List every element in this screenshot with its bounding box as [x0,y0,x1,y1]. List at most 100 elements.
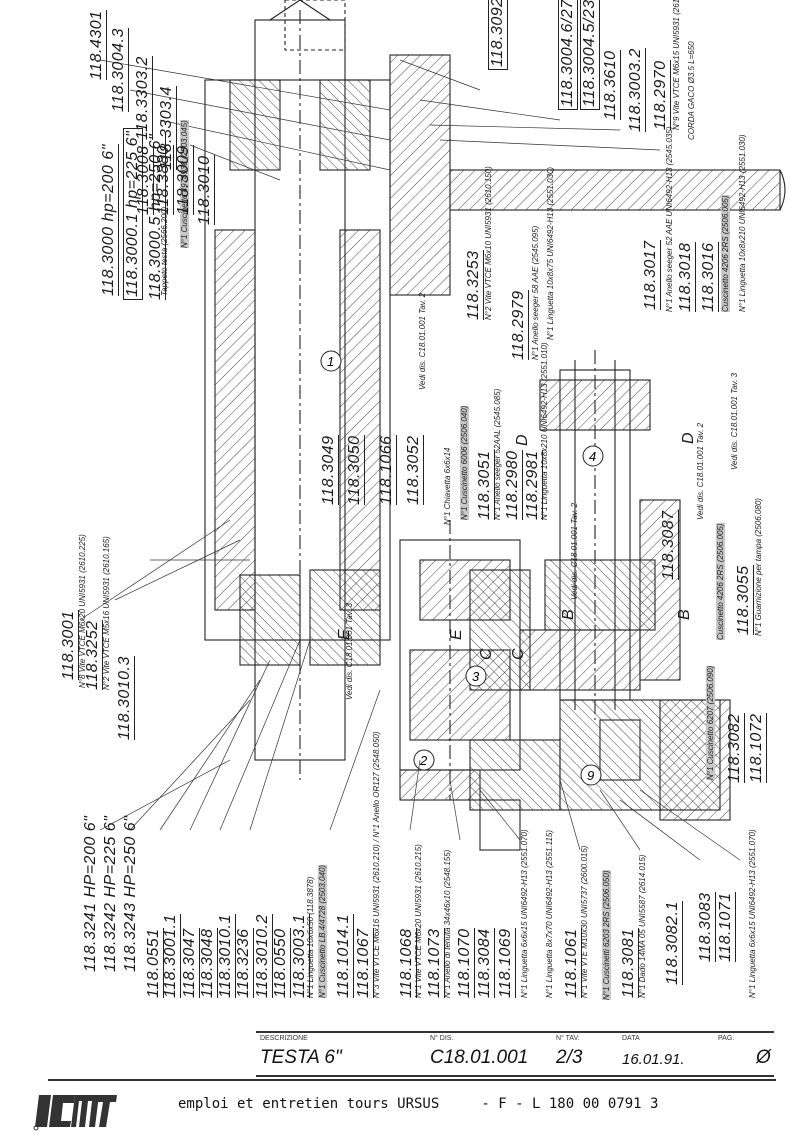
note-linguetta-6x6x15-b: N°1 Linguetta 6x6x15 UNI6492-H13 (2551.0… [748,829,757,998]
spindle-housing [204,0,391,780]
callout-118-3047: 118.3047 [181,928,200,998]
date-value: 16.01.91. [622,1051,685,1068]
section-marker-d-1: D [514,433,531,446]
callout-118-1066: 118.1066 [378,435,397,505]
note-118-1068: N°1 Vite VTCE M6x20 UNI5931 (2610.215) [414,844,423,998]
assembly-section-view: 1 2 3 4 9 [79,0,786,861]
callout-118-3018: 118.3018 [677,242,696,312]
circle-marker-9: 9 [580,764,602,786]
callout-118-3008: 118.3008 [135,145,154,215]
circle-marker-4: 4 [582,445,604,467]
note-118-2970: N°9 Vite VTCE M6x15 UNI5931 (2610.220) [672,0,681,130]
callout-118-1070: 118.1070 [456,928,475,998]
callout-118-3243: 118.3243 HP=250 6" [122,815,139,972]
callout-118-3242: 118.3242 HP=225 6" [102,815,119,972]
note-cuscinetti-6203: N°1 Cuscinetti 6203 2RS (2506.050) [602,870,611,1000]
callout-118-3049: 118.3049 [320,435,339,505]
gear-shaft-assembly [399,520,561,851]
callout-118-3081: 118.3081 [620,928,639,998]
note-linguetta-10x8x75: N°1 Linguetta 10x8x75 UNI6492-H13 (2551.… [546,166,555,340]
note-tappeto-testa: Tappeto testa (2566.200) [160,206,169,296]
callout-118-3052: 118.3052 [405,435,424,505]
cmt-logo [33,1095,117,1131]
callout-118-1069: 118.1069 [497,928,516,998]
note-linguetta-8x7x70: N°1 Linguetta 8x7x70 UNI6492-H13 (2551.1… [545,829,554,998]
view-ref-tav2-a: Vedi dis. C18.01.001 Tav. 2 [418,292,427,390]
lower-gear-train [399,699,731,821]
note-cuscinetto-4206-b: Cuscinetto 4206 2RS (2506.005) [716,523,725,640]
svg-text:9: 9 [587,768,594,783]
note-118-3253: N°2 Vite VTCE M6x10 UNI5931 (2610.150) [484,166,493,320]
section-marker-b-2: B [676,608,693,620]
callout-118-3004-6: 118.3004.6/270 [558,0,578,110]
leader-lines [79,59,741,861]
callout-118-3082-1: 118.3082.1 [664,901,683,985]
svg-text:2: 2 [419,753,428,768]
date-caption: DATA [622,1035,640,1042]
callout-118-3092: 118.3092 [488,0,508,70]
callout-118-3004-5: 118.3004.5/230 [580,0,600,110]
title-block: DESCRIZIONE TESTA 6" N° DIS. C18.01.001 … [256,1031,774,1077]
note-118-1061: N°1 Vite VTE M10x30 UNI5737 (2600.015) [580,845,589,998]
callout-118-3003-2: 118.3003.2 [627,48,646,132]
note-118-3055: N°1 Guarnizione per tampa (2506.080) [754,498,763,636]
circle-marker-3: 3 [465,665,487,687]
note-118-3017: N°1 Anello seeger 52 AAE UNI6492-H13 (25… [665,126,674,312]
callout-118-3253: 118.3253 [465,250,484,320]
callout-118-4301: 118.4301 [88,10,107,80]
note-linguetta-10x8x210: N°1 Linguetta 10x8x210 UNI6492-H13 (2551… [540,342,549,520]
callout-118-0550: 118.0550 [272,928,291,998]
view-ref-tav3-a: Vedi dis. C18.01.001 Tav. 3 [345,602,354,700]
callout-118-3001: 118.3001 [60,610,79,680]
callout-118-3241: 118.3241 HP=200 6" [82,815,99,972]
callout-118-3880: 118.3880 [155,145,174,215]
callout-118-3000: 118.3000 hp=200 6" [100,144,119,296]
note-118-3051: N°1 Anello seeger 52AAL (2545.085) [493,388,502,520]
note-118-3252: N°2 Vite VTCE M5x16 UNI5931 (2610.165) [102,536,111,690]
note-118-1067: N°3 Vite VTCE M6x16 UNI5931 (2610.210) /… [372,731,381,998]
callout-118-3087: 118.3087 [660,510,679,580]
callout-118-3010-1: 118.3010.1 [217,914,236,998]
section-marker-e-1: E [336,628,353,640]
description-value: TESTA 6" [260,1047,342,1068]
callout-118-3048: 118.3048 [199,928,218,998]
circle-marker-1: 1 [320,350,342,372]
note-linguetta-6x6x15: N°1 Linguetta 6x6x15 UNI6492-H13 (2551.0… [520,829,529,998]
drawing-number-value: C18.01.001 [430,1047,529,1068]
callout-118-3082: 118.3082 [726,713,745,783]
note-linguetta-10x8x210-b: N°1 Linguetta 10x8x210 UNI6492-H13 (2551… [738,134,747,312]
callout-118-2970: 118.2970 [652,60,671,130]
view-ref-tav2-c: Vedi dis. C18.01.001 Tav. 2 [570,502,579,600]
callout-118-3004-3: 118.3004.3 [110,28,129,112]
note-cuscinetto-lb: N°1 Cuscinetto LB.4/4728 (2503.040) [318,864,327,998]
note-cuscinetto-6207: N°1 Cuscinetto 6207 (2506.090) [706,665,715,780]
callout-118-1014-1: 118.1014.1 [335,914,354,998]
svg-text:1: 1 [327,354,334,369]
section-marker-d-2: D [680,431,697,444]
callout-118-3050: 118.3050 [346,435,365,505]
section-marker-b-1: B [560,608,577,620]
section-marker-e-2: E [448,628,465,640]
callout-118-1072: 118.1072 [748,713,767,783]
callout-118-1071: 118.1071 [717,892,736,962]
view-ref-tav3-b: Vedi dis. C18.01.001 Tav. 3 [730,372,739,470]
note-cuscinetto-6006: N°1 Cuscinetto 6006 (2506.040) [460,405,469,520]
callout-118-3236: 118.3236 [235,928,254,998]
note-linguetta: N°1 Linguetta 10x6x50 (118.3878) [306,876,315,998]
callout-118-3084: 118.3084 [476,928,495,998]
footer-divider [48,1079,776,1081]
note-cuscinetto-4206-a: Cuscinetto 4206 2RS (2506.005) [721,195,730,312]
svg-text:3: 3 [472,669,480,684]
note-chiavetta: N°1 Chiavetta 6x6x14 [443,447,452,525]
technical-drawing: 1 2 3 4 9 [60,0,786,1000]
circle-marker-2: 2 [413,749,435,771]
callout-118-3010-2: 118.3010.2 [254,914,273,998]
callout-118-2979: 118.2979 [510,290,529,360]
drawing-number-caption: N° DIS. [430,1035,454,1042]
description-caption: DESCRIZIONE [260,1035,308,1042]
callout-118-3083: 118.3083 [697,892,716,962]
footer-caption: emploi et entretien tours URSUS - F - L … [178,1096,659,1112]
callout-118-3009: 118.3009 [175,145,194,215]
section-marker-c-2: C [478,647,495,660]
callout-118-3610: 118.3610 [602,50,621,120]
